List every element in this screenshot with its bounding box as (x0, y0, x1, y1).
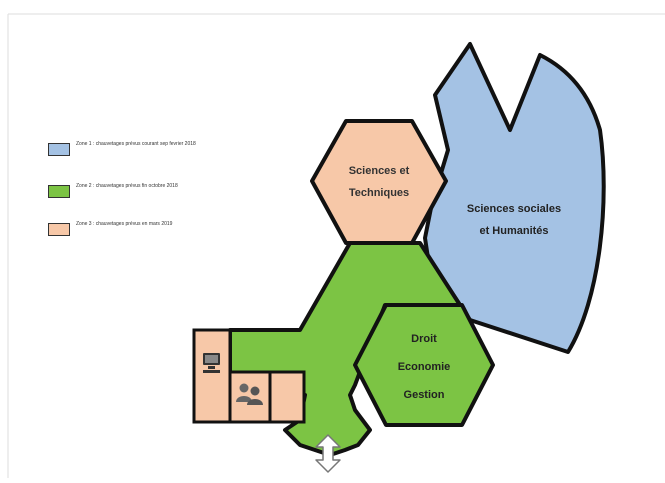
legend-swatch-zone3 (48, 223, 70, 236)
entrance-arrow-icon[interactable] (315, 434, 341, 473)
label-droit-2: Economie (398, 361, 451, 373)
hex-droit[interactable] (353, 303, 495, 427)
room-group-left[interactable] (228, 370, 272, 424)
legend: Zone 1 : chauvetages prévus courant sep … (48, 140, 238, 262)
room-computer[interactable] (192, 328, 232, 424)
label-sciences-techniques-2: Techniques (349, 187, 409, 199)
legend-item-zone3: Zone 3 : chauvetages prévus en mars 2019 (48, 220, 238, 240)
legend-item-zone2: Zone 2 : chauvetages prévus fin octobre … (48, 182, 238, 202)
legend-item-zone1: Zone 1 : chauvetages prévus courant sep … (48, 140, 238, 160)
room-group-right[interactable] (268, 370, 306, 424)
label-droit-3: Gestion (404, 389, 445, 401)
users-icon (236, 383, 263, 405)
legend-label-zone1: Zone 1 : chauvetages prévus courant sep … (76, 141, 196, 147)
label-sciences-sociales-2: et Humanités (479, 225, 548, 237)
legend-swatch-zone2 (48, 185, 70, 198)
label-sciences-sociales-1: Sciences sociales (467, 203, 561, 215)
legend-label-zone2: Zone 2 : chauvetages prévus fin octobre … (76, 183, 178, 189)
hex-sciences-techniques[interactable] (310, 119, 448, 245)
computer-icon (203, 353, 220, 373)
legend-label-zone3: Zone 3 : chauvetages prévus en mars 2019 (76, 221, 173, 227)
label-sciences-techniques-1: Sciences et (349, 165, 410, 177)
legend-swatch-zone1 (48, 143, 70, 156)
label-droit-1: Droit (411, 333, 437, 345)
